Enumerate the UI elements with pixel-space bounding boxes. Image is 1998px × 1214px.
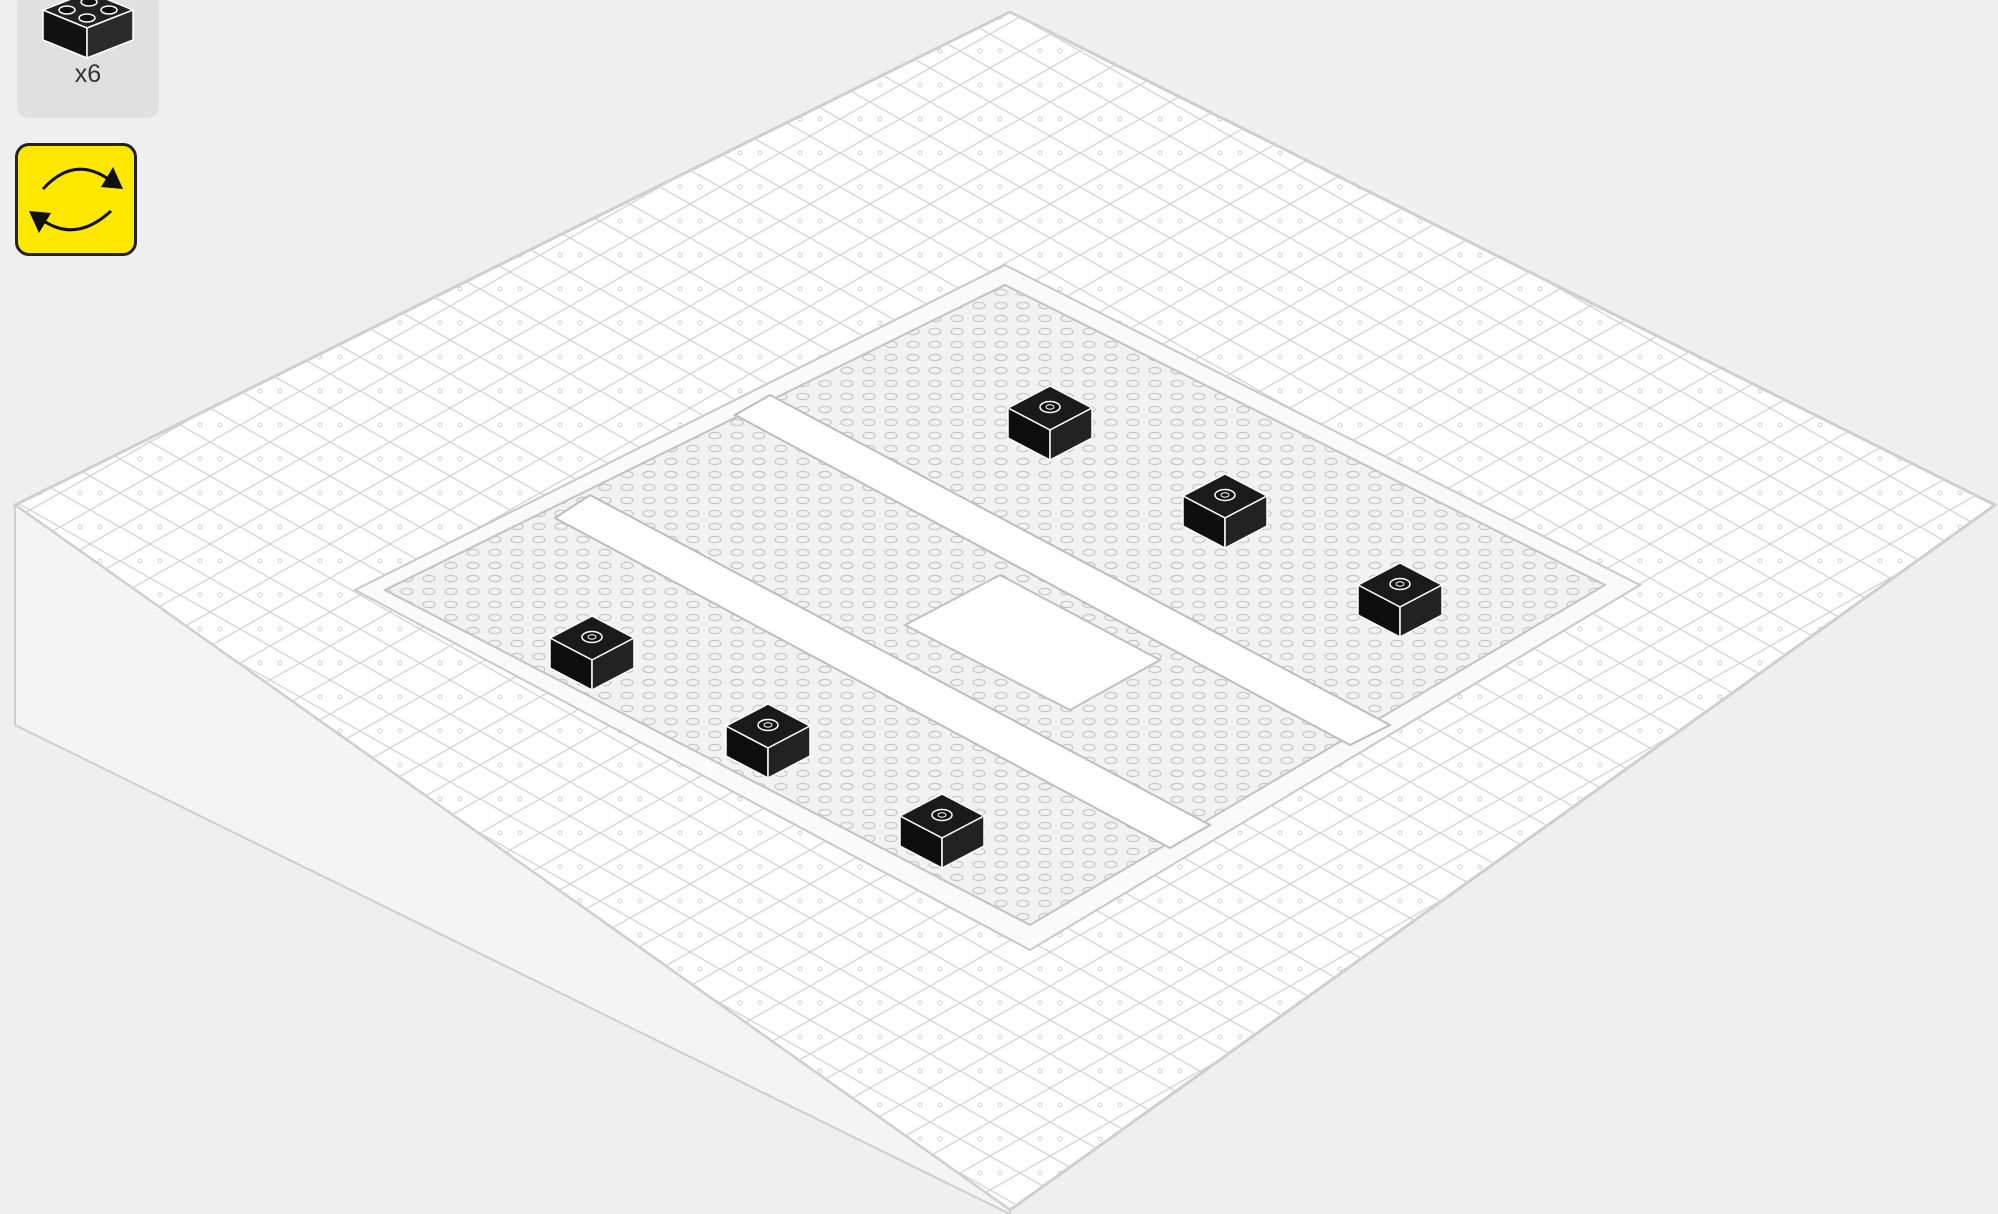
build-scene [0, 0, 1998, 1214]
